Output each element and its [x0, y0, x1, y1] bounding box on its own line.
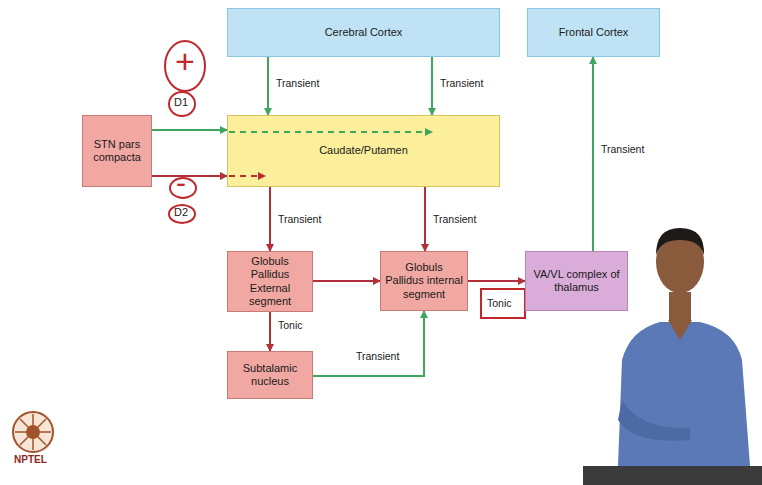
hand-circle [169, 92, 195, 116]
hand-sign: - [176, 168, 186, 198]
pathway-arrow [468, 280, 525, 282]
logo-text: NPTEL [14, 455, 47, 465]
node-label: Globuls Pallidus internal segment [385, 261, 463, 301]
nucleus-box: Subtalamic nucleus [227, 351, 313, 399]
edge-label: Transient [276, 77, 319, 89]
receptor-label: D2 [174, 207, 188, 218]
cortex-box: Frontal Cortex [527, 8, 660, 57]
thalamus-box: VA/VL complex of thalamus [525, 251, 628, 311]
edge-label: Tonic [487, 297, 512, 309]
hand-circle [165, 41, 205, 91]
nptel-logo [13, 412, 53, 452]
pathway-arrow [313, 311, 424, 376]
edge-label: Transient [440, 77, 483, 89]
nucleus-box: Globuls Pallidus internal segment [380, 251, 468, 311]
hand-circle [169, 205, 195, 223]
cortex-box: Cerebral Cortex [227, 8, 500, 57]
pathway-arrow [592, 57, 594, 251]
edge-label: Tonic [278, 319, 303, 331]
hand-sign: + [175, 44, 195, 78]
node-label: Frontal Cortex [559, 26, 629, 39]
node-label: Subtalamic nucleus [232, 362, 308, 388]
edge-label: Transient [433, 213, 476, 225]
pathway-arrow [313, 280, 380, 282]
node-label: Globuls Pallidus External segment [232, 255, 308, 308]
edge-label: Transient [356, 350, 399, 362]
pathway-arrow [267, 57, 269, 115]
striatum-box: Caudate/Putamen [227, 115, 500, 187]
edge-label: Transient [601, 143, 644, 155]
pathway-arrow [431, 57, 433, 115]
node-label: STN pars compacta [87, 138, 147, 164]
pathway-arrow [424, 187, 426, 251]
nucleus-box: STN pars compacta [82, 115, 152, 187]
node-label: VA/VL complex of thalamus [530, 268, 623, 294]
pathway-arrow [269, 187, 271, 251]
nucleus-box: Globuls Pallidus External segment [227, 251, 313, 312]
node-label: Caudate/Putamen [319, 144, 408, 157]
pathway-arrow [152, 129, 227, 131]
node-label: Cerebral Cortex [325, 26, 403, 39]
pathway-arrow [269, 312, 271, 351]
pathway-arrow [152, 175, 227, 177]
hand-box [481, 289, 525, 318]
edge-label: Transient [278, 213, 321, 225]
receptor-label: D1 [174, 97, 188, 108]
